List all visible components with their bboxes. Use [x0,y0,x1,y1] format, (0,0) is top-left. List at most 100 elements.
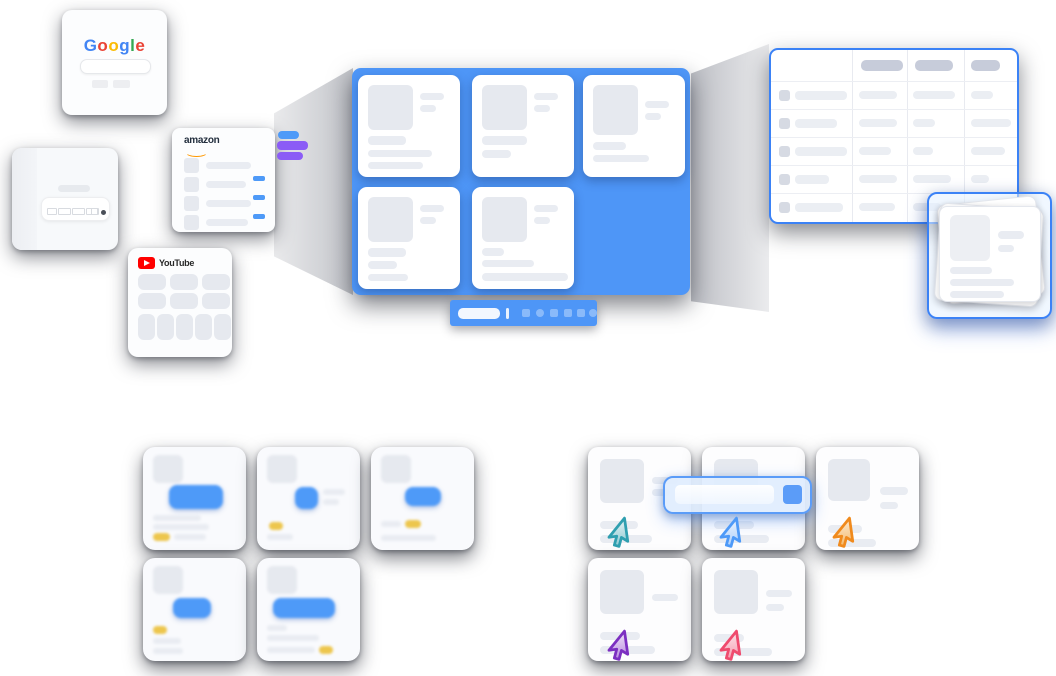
google-logo-letter: o [108,36,120,55]
youtube-source-card: YouTube [128,248,232,357]
image-placeholder [368,197,413,242]
table-row-divider [771,193,1017,194]
skeleton-line [482,260,534,267]
table-row-divider [771,165,1017,166]
browser-record-dot [101,210,106,215]
table-header-pill [971,60,1000,71]
youtube-thumb [202,293,230,309]
table-row-icon [779,90,790,101]
highlight-pill [405,520,421,528]
skeleton-line [368,162,423,169]
skeleton-line [714,648,772,656]
skeleton-line [420,93,444,100]
skeleton-line [381,535,436,541]
table-column-divider [907,50,908,222]
table-row-icon [779,118,790,129]
skeleton-line [368,150,432,157]
amazon-item-line [206,162,251,169]
stacked-card-front [939,206,1041,302]
search-input [675,485,774,504]
skeleton-line [381,521,401,527]
teal-cursor [607,516,630,548]
skeleton-line [534,205,558,212]
image-placeholder [153,455,183,483]
card-content [143,558,246,661]
amazon-item-thumb [184,196,199,211]
youtube-thumb [170,274,198,290]
export-stack-box [927,192,1052,319]
highlight-pill [269,522,283,530]
google-logo-letter: e [135,36,146,55]
flow-beam-panel-to-table [691,44,769,312]
table-cell-line [913,175,951,183]
results-panel [352,68,690,295]
google-search-box [80,59,151,74]
skeleton-line [174,534,206,540]
orange-cursor [832,516,855,548]
skeleton-line [153,638,181,644]
google-logo-letter: g [119,36,131,55]
amazon-item-thumb [184,158,199,173]
google-logo-letter: l [130,36,136,55]
highlight-pill [153,533,170,541]
skeleton-line [482,248,504,256]
amazon-price-pill [253,176,265,181]
skeleton-line [420,205,444,212]
browser-small-control [91,208,98,215]
result-card [472,187,574,289]
image-placeholder [482,197,527,242]
browser-sidebar [12,148,37,250]
skeleton-line [534,105,550,112]
image-placeholder [828,459,870,501]
table-cell-line [859,147,891,155]
action-button [405,487,441,506]
skeleton-line [950,267,992,274]
google-logo-letter: o [97,36,109,55]
automation-card [143,447,246,550]
skeleton-line [153,648,183,654]
image-placeholder [482,85,527,130]
skeleton-line [420,217,436,224]
amazon-item-line [206,219,248,226]
result-card [583,75,685,177]
amazon-item-line [206,181,246,188]
table-cell-line [971,119,1011,127]
skeleton-line [323,489,345,495]
youtube-thumb [214,314,231,340]
google-logo: Google [62,36,167,56]
table-cell-line [795,147,847,156]
skeleton-line [482,150,511,158]
skeleton-line [323,499,339,505]
card-content [257,447,360,550]
page-mark [589,309,597,317]
skeleton-line [950,279,1014,286]
youtube-thumb [157,314,174,340]
skeleton-line [652,594,678,601]
action-button [295,487,318,509]
skeleton-line [593,155,649,162]
youtube-thumb [202,274,230,290]
amazon-item-thumb [184,177,199,192]
youtube-thumb [195,314,212,340]
skeleton-line [998,231,1024,239]
image-placeholder [267,455,297,483]
amazon-logo: amazon [184,135,220,146]
table-cell-line [859,119,897,127]
skeleton-line [714,535,769,543]
image-placeholder [381,455,411,483]
amazon-price-pill [253,195,265,200]
table-header-pill [915,60,953,71]
skeleton-line [828,539,876,547]
google-lucky-button [113,80,130,88]
skeleton-line [267,647,315,653]
table-cell-line [795,175,829,184]
image-placeholder [950,215,990,261]
amazon-item-thumb [184,215,199,230]
skeleton-line [267,534,293,540]
skeleton-line [645,113,661,120]
youtube-thumb [170,293,198,309]
table-cell-line [971,175,989,183]
extraction-tag-purple [277,152,303,160]
skeleton-line [593,142,626,150]
page-mark [536,309,544,317]
